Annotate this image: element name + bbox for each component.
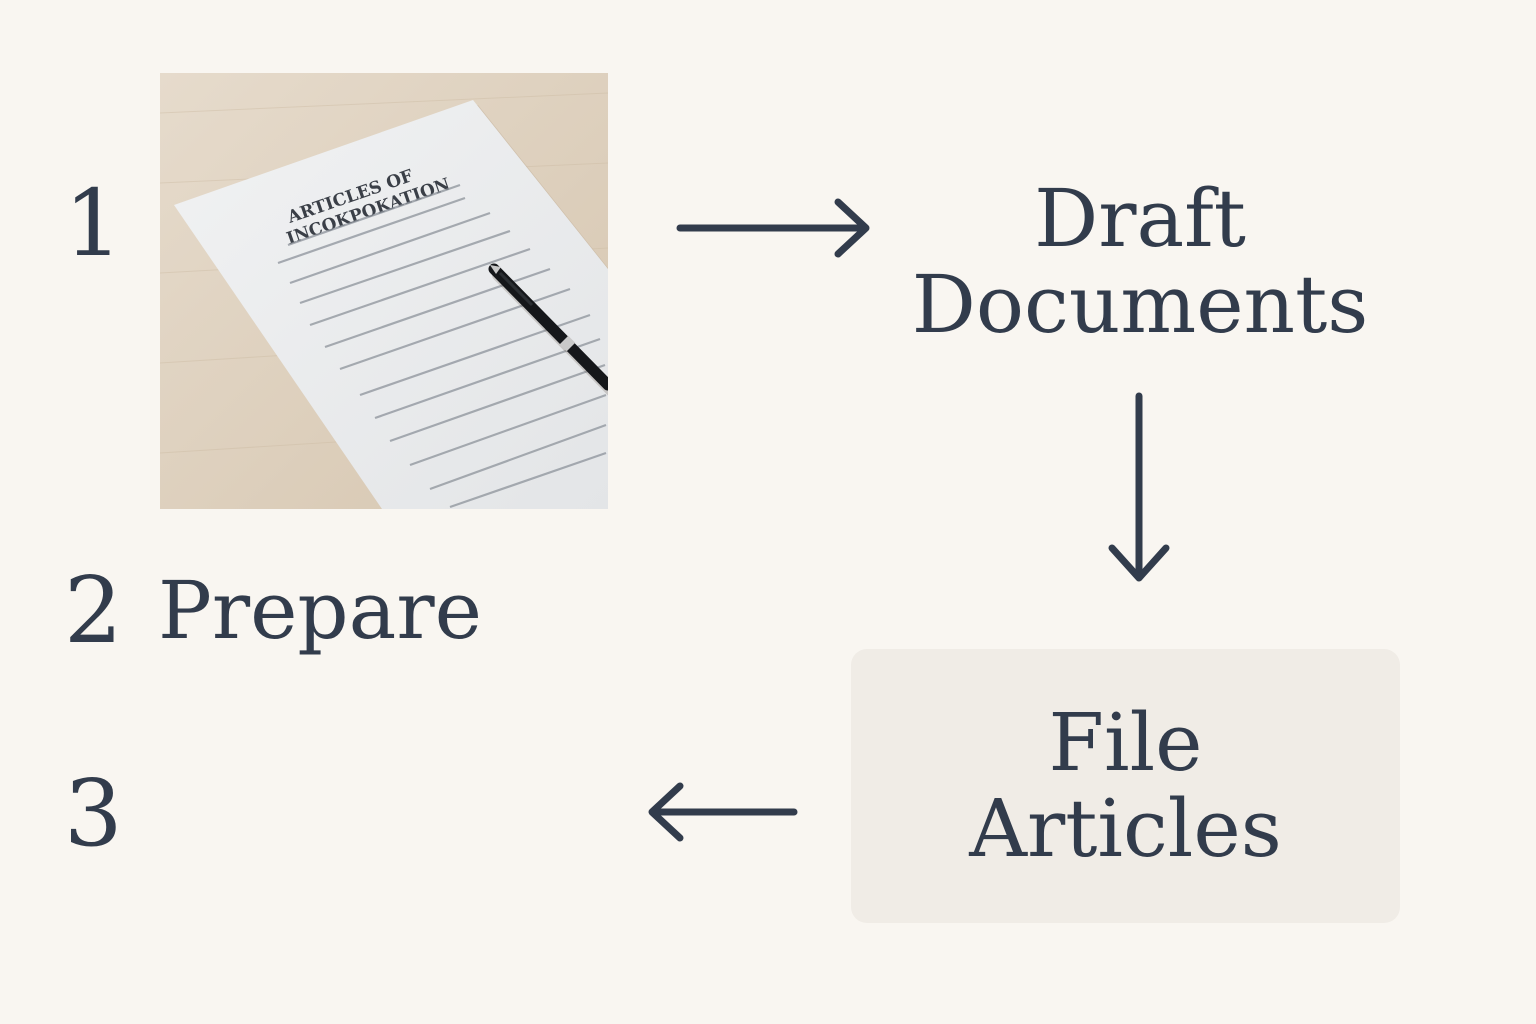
step-number-3: 3 xyxy=(64,760,123,867)
arrow-down-icon xyxy=(1106,392,1172,588)
node-file-articles: File Articles xyxy=(851,649,1400,923)
step-number-2: 2 xyxy=(64,557,123,664)
arrow-left-icon xyxy=(644,780,804,844)
node-file-line1: File xyxy=(1048,695,1203,789)
node-draft-line2: Documents xyxy=(911,258,1369,352)
step-2-label: Prepare xyxy=(158,564,482,657)
node-file-line2: Articles xyxy=(969,782,1282,875)
articles-document-photo: ARTICLES OF INCOKPOKATION xyxy=(160,73,608,509)
pen-icon xyxy=(488,263,608,391)
node-draft-line1: Draft xyxy=(1034,172,1246,265)
step-number-1: 1 xyxy=(64,170,123,277)
arrow-right-icon xyxy=(676,196,876,260)
node-draft-documents: Draft Documents xyxy=(886,172,1394,352)
